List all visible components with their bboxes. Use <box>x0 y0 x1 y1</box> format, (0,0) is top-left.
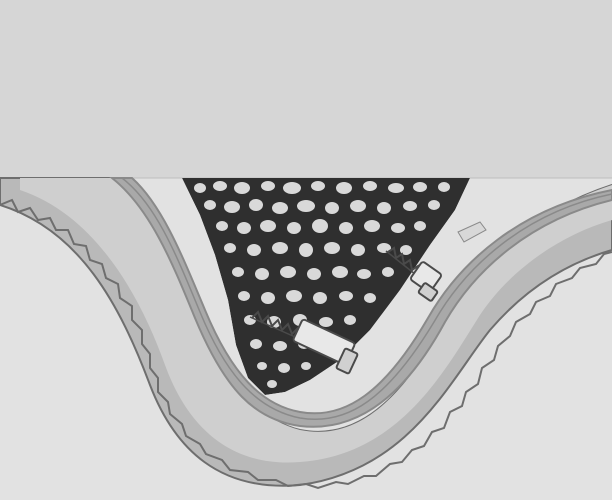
upper-panel <box>0 0 612 178</box>
